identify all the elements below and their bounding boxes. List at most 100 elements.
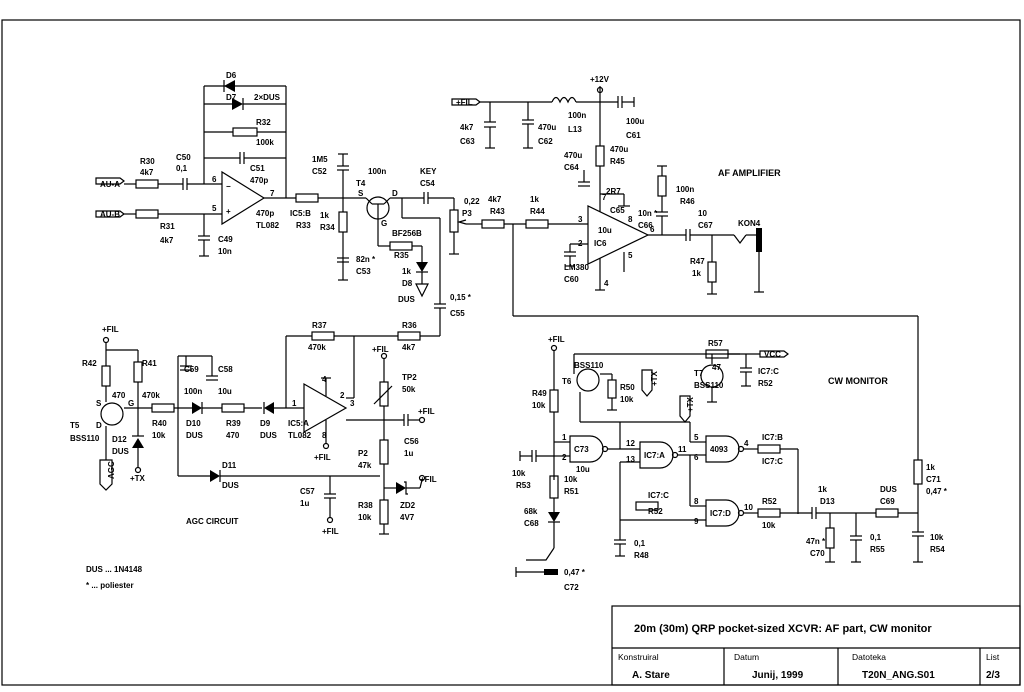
pin-label: 1 (562, 433, 567, 442)
r43-ref: 4k7 (488, 195, 502, 204)
r38-value: 10k (358, 513, 372, 522)
resistor-r30 (135, 179, 159, 189)
tp2-ref: TP2 (402, 373, 417, 382)
r46-value: R46 (680, 197, 695, 206)
diode-d10 (192, 402, 202, 414)
c62-ref: 470u (538, 123, 556, 132)
pin-label: 4 (744, 439, 749, 448)
pin-label: 6 (212, 175, 217, 184)
c68-value: R53 (516, 481, 531, 490)
c55-value: C55 (450, 309, 465, 318)
r43-value: R43 (490, 207, 505, 216)
r45-value: R45 (610, 157, 625, 166)
d11-value: DUS (222, 481, 240, 490)
r47-ref: R47 (690, 257, 705, 266)
diode-d6 (224, 80, 235, 92)
c70-value: D13 (820, 497, 835, 506)
net-fil-label: +FIL (372, 345, 389, 354)
r32-ref: R32 (256, 118, 271, 127)
c55-ref: 0,15 * (450, 293, 472, 302)
pin-label: 10 (744, 503, 753, 512)
c66-ref: 10n * (638, 209, 658, 218)
r40-ref: R40 (152, 419, 167, 428)
resistor-r51 (635, 501, 659, 511)
r54-value: C70 (810, 549, 825, 558)
pin-label: 6 (650, 225, 655, 234)
sheet-border (1, 19, 1021, 686)
resistor-r35 (389, 241, 413, 251)
c56-value: 1u (404, 449, 413, 458)
p3-value: P3 (462, 209, 472, 218)
r31-ref: R31 (160, 222, 175, 231)
c73-value: R52 (758, 379, 773, 388)
ic7a-ref: C73 (574, 445, 589, 454)
d12-value: DUS (112, 447, 130, 456)
c71-ref: 0,1 (870, 533, 882, 542)
designer-value: A. Stare (632, 670, 670, 681)
resistor-r33 (295, 193, 319, 203)
potentiometer-p2 (379, 439, 389, 465)
r35-value: R35 (394, 251, 409, 260)
r55-value: C69 (880, 497, 895, 506)
resistor-r32 (232, 127, 258, 137)
c71-value: R55 (870, 545, 885, 554)
r39-value: 470 (226, 431, 240, 440)
d13-ref: 68k (524, 507, 538, 516)
net-fil-flag (451, 98, 481, 106)
resistor-r45 (595, 145, 605, 167)
net-fil-label: +FIL (418, 407, 435, 416)
sheet-label: List (986, 652, 1000, 662)
ic7b-ref: 4093 (710, 445, 728, 454)
r37-value: 470k (308, 343, 326, 352)
r51-ref: IC7:C (648, 491, 669, 500)
p2-ref: P2 (358, 449, 368, 458)
file-value: T20N_ANG.S01 (862, 670, 935, 681)
c67-value: C67 (698, 221, 713, 230)
r44-ref: 1k (530, 195, 539, 204)
key-net-arrow (415, 283, 429, 298)
ic6-ref: 10u (598, 226, 612, 235)
key-label-2: C72 (564, 583, 579, 592)
r48-value: R51 (564, 487, 579, 496)
net-au-b-label: AU-B (100, 210, 120, 219)
r31-value: 4k7 (160, 236, 174, 245)
resistor-r41 (133, 361, 143, 383)
resistor-r50 (607, 379, 617, 399)
resistor-r37 (311, 331, 335, 341)
ic6-type: IC6 (594, 239, 607, 248)
p2-value: 47k (358, 461, 372, 470)
net-fil-label: +FIL (456, 98, 473, 107)
r46-ref: 100n (676, 185, 694, 194)
resistor-r40 (151, 403, 175, 413)
c59-ref: C59 (184, 365, 199, 374)
r53-ref: R52 (762, 497, 777, 506)
r38-ref: R38 (358, 501, 373, 510)
c58-value: 10u (218, 387, 232, 396)
kon5-ref: 0,47 * (564, 568, 586, 577)
c51-value: 470p (250, 176, 268, 185)
c53-value: C53 (356, 267, 371, 276)
resistor-r47 (707, 261, 717, 283)
t6-type: BSS110 (574, 361, 604, 370)
r50-value: 10k (620, 395, 634, 404)
pin-label: 13 (626, 455, 635, 464)
t4-ref: 100n (368, 167, 386, 176)
pin-label: 11 (678, 445, 687, 454)
c70-ref: 1k (818, 485, 827, 494)
c59-value: 100n (184, 387, 202, 396)
d10-value: DUS (186, 431, 204, 440)
c52-value: C52 (312, 167, 327, 176)
opamp-ic5a (303, 382, 348, 434)
pin-label: 3 (578, 215, 583, 224)
r56-ref: 1k (926, 463, 935, 472)
agc-section: AGC CIRCUIT +FIL R42 470 T5 BSS110 S D G… (70, 321, 440, 536)
r39-ref: R39 (226, 419, 241, 428)
c54-value: C54 (420, 179, 435, 188)
kon4-ref: KON4 (738, 219, 761, 228)
pin-label: 8 (694, 497, 699, 506)
connector-kon5 (544, 569, 558, 575)
resistor-r53 (757, 508, 781, 518)
r30-ref: R30 (140, 157, 155, 166)
resistor-r44 (525, 219, 549, 229)
r53-value: 10k (762, 521, 776, 530)
